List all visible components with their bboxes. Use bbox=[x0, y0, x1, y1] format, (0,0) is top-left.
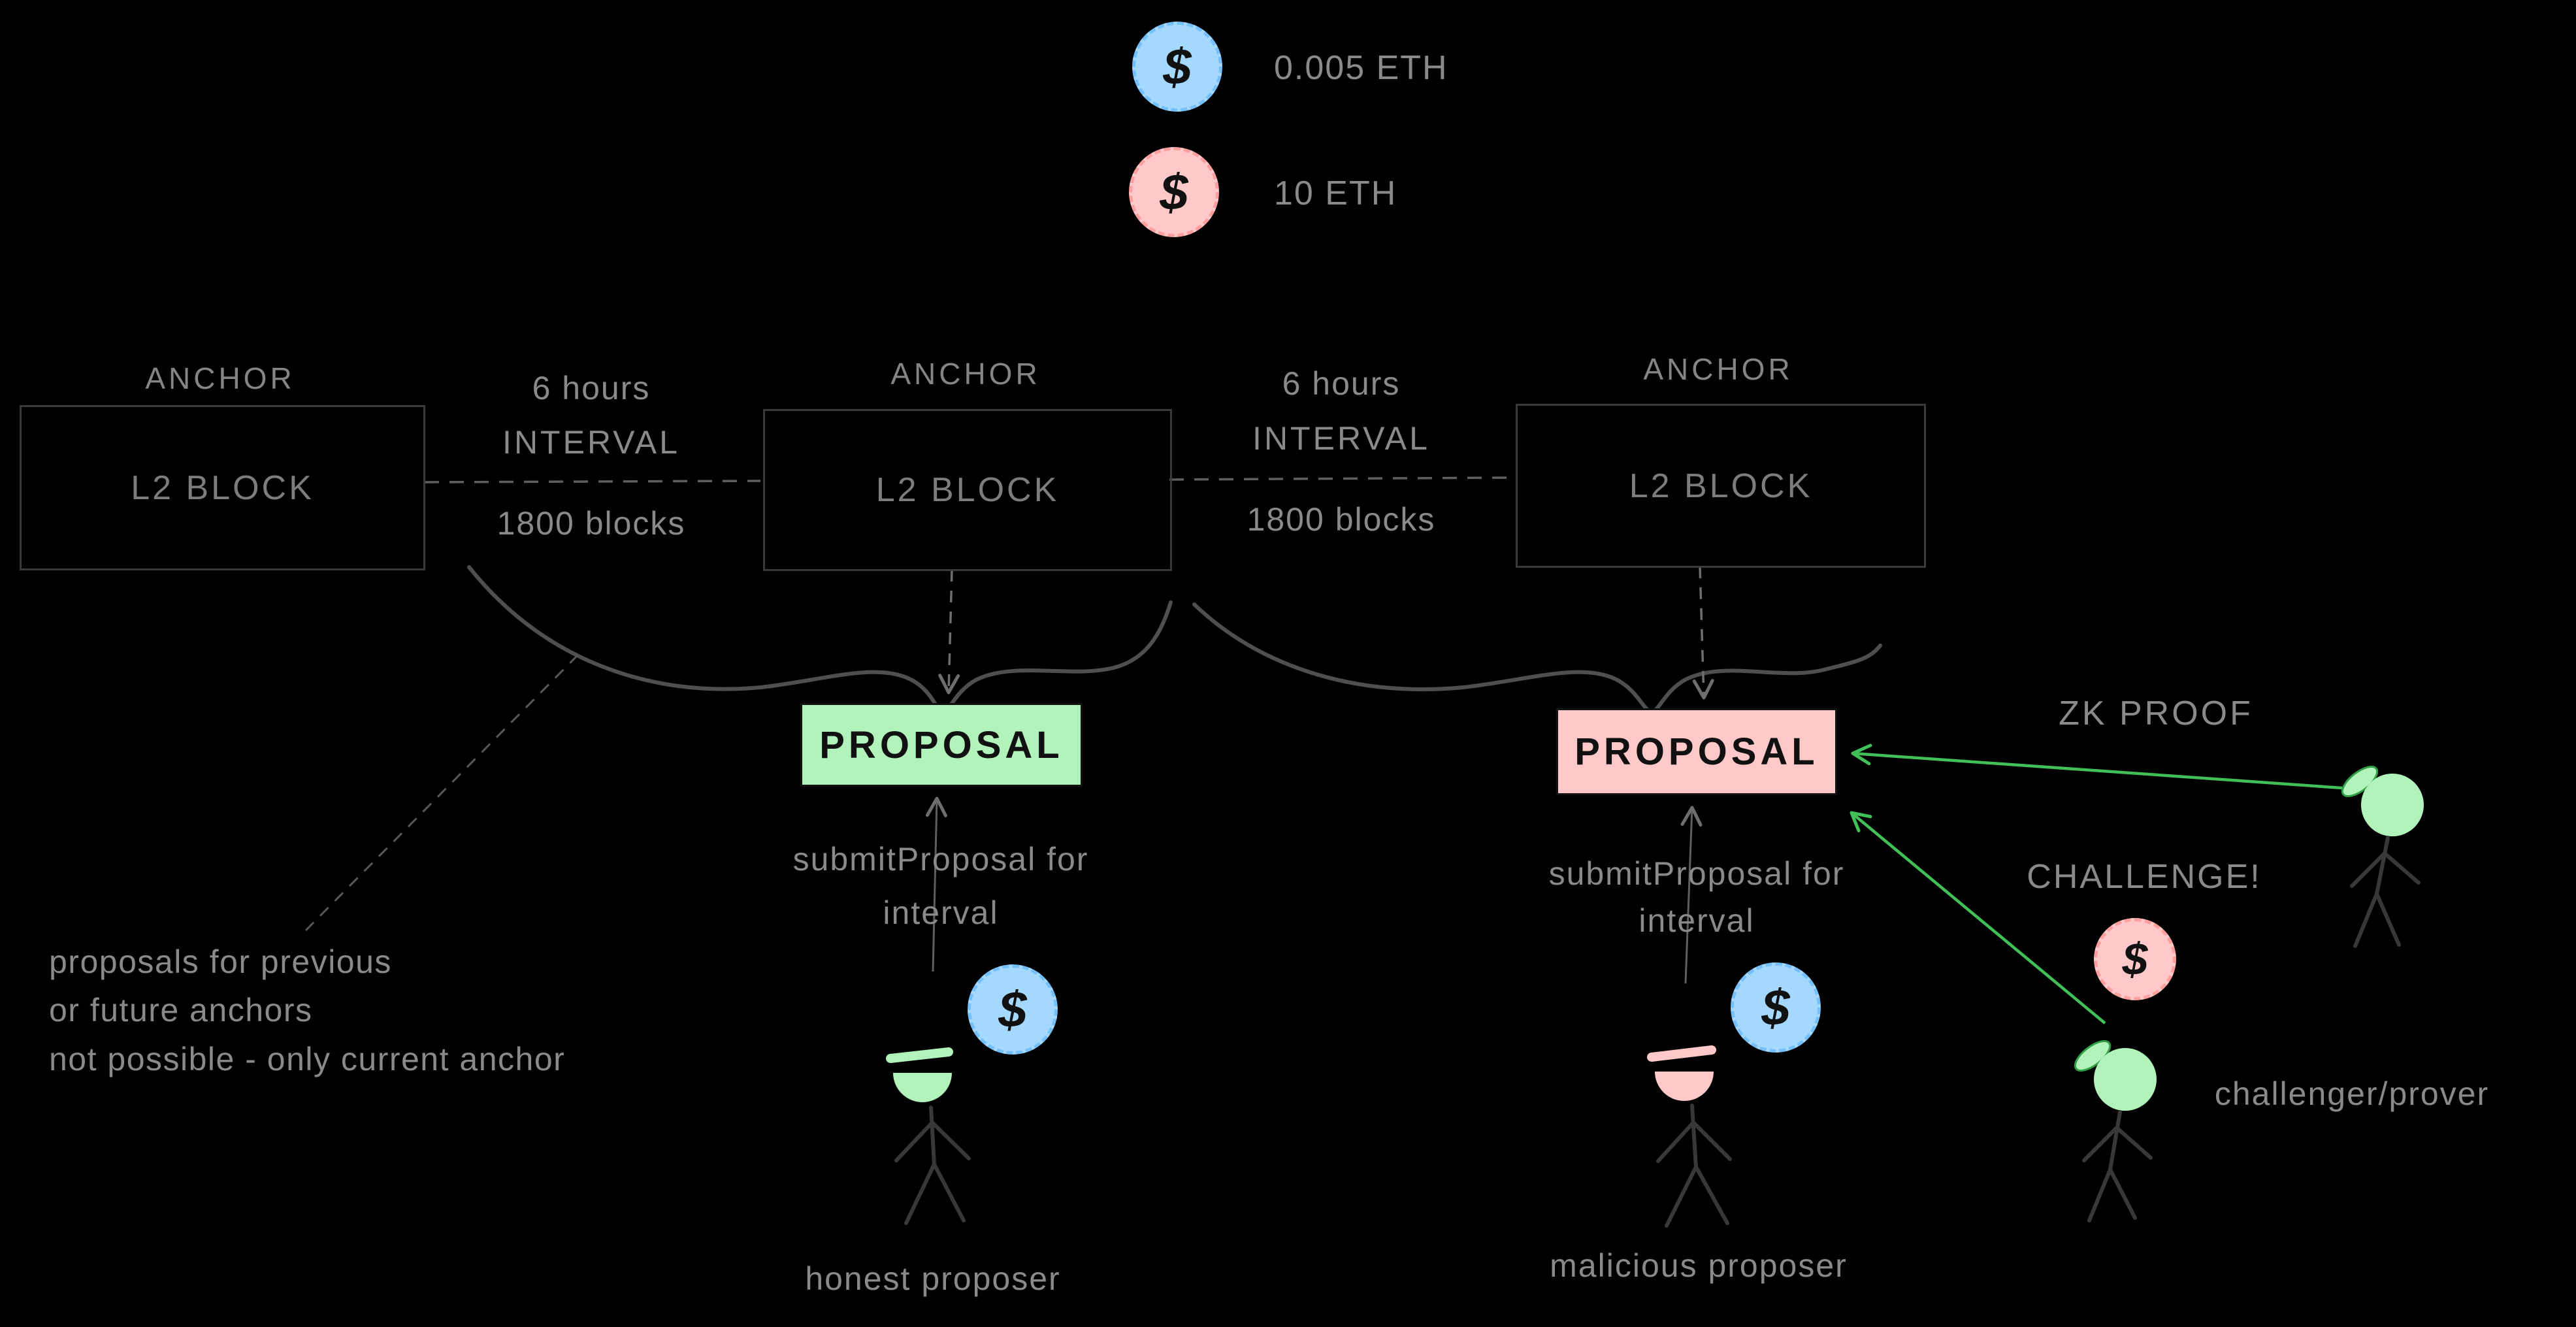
interval-2-brace-squiggle bbox=[1192, 602, 1882, 715]
dollar-icon: $ bbox=[1761, 978, 1790, 1036]
challenge-label: CHALLENGE! bbox=[2027, 858, 2262, 896]
anchor2-to-proposal-arrow bbox=[938, 569, 960, 695]
challenge-bond-coin-icon: $ bbox=[2094, 918, 2176, 1000]
proposal-box-malicious: PROPOSAL bbox=[1556, 708, 1837, 795]
submit-arrow-malicious bbox=[1680, 806, 1703, 984]
zk-proof-arrow bbox=[1851, 744, 2343, 790]
dollar-icon: $ bbox=[2122, 934, 2148, 985]
honest-proposer-stake-coin-icon: $ bbox=[968, 964, 1058, 1055]
honest-proposer-figure bbox=[886, 1047, 971, 1225]
dollar-icon: $ bbox=[998, 980, 1027, 1038]
interval-1-label: INTERVAL bbox=[502, 424, 680, 461]
legend-large-stake-coin-icon: $ bbox=[1129, 147, 1219, 237]
note-line-3: not possible - only current anchor bbox=[49, 1041, 566, 1077]
submit-note-malicious-line2: interval bbox=[1639, 902, 1755, 939]
dollar-icon: $ bbox=[1160, 163, 1188, 221]
legend-small-stake-coin-icon: $ bbox=[1132, 22, 1222, 112]
challenge-arrow bbox=[1850, 811, 2106, 1024]
malicious-proposer-label: malicious proposer bbox=[1550, 1247, 1848, 1284]
interval-2-label: INTERVAL bbox=[1252, 420, 1430, 457]
anchor-2-block-label: L2 BLOCK bbox=[875, 471, 1060, 509]
anchor-2-title: ANCHOR bbox=[890, 357, 1041, 391]
interval-1-blocks: 1800 blocks bbox=[497, 505, 686, 542]
anchor3-to-proposal-arrow bbox=[1692, 566, 1714, 700]
submit-note-malicious-line1: submitProposal for bbox=[1548, 855, 1845, 892]
submit-note-honest-line2: interval bbox=[883, 894, 999, 931]
anchor-1-title: ANCHOR bbox=[145, 361, 295, 395]
interval-2-blocks: 1800 blocks bbox=[1247, 501, 1436, 538]
honest-proposer-label: honest proposer bbox=[805, 1260, 1061, 1297]
malicious-proposer-figure bbox=[1647, 1045, 1732, 1228]
challenger-prover-top-figure bbox=[2341, 765, 2424, 948]
dollar-icon: $ bbox=[1163, 37, 1192, 95]
anchor-3-l2-block: L2 BLOCK bbox=[1516, 404, 1926, 568]
proposal-box-honest: PROPOSAL bbox=[800, 703, 1083, 787]
interval-2-dashed-line bbox=[1169, 476, 1515, 481]
proposal-malicious-label: PROPOSAL bbox=[1574, 730, 1819, 773]
anchor-2-l2-block: L2 BLOCK bbox=[763, 409, 1172, 571]
legend-large-stake-label: 10 ETH bbox=[1274, 174, 1397, 212]
interval-1-brace-squiggle bbox=[467, 565, 1173, 715]
challenger-prover-label: challenger/prover bbox=[2214, 1075, 2490, 1112]
zk-proof-label: ZK PROOF bbox=[2059, 695, 2253, 732]
anchor-1-l2-block: L2 BLOCK bbox=[20, 405, 425, 570]
interval-1-duration: 6 hours bbox=[532, 370, 651, 406]
note-leader-dashed-line bbox=[304, 653, 579, 932]
legend-small-stake-label: 0.005 ETH bbox=[1274, 49, 1448, 87]
submit-arrow-honest bbox=[925, 796, 947, 972]
anchor-3-title: ANCHOR bbox=[1643, 352, 1793, 386]
submit-note-honest-line1: submitProposal for bbox=[792, 841, 1089, 877]
note-line-1: proposals for previous bbox=[49, 943, 392, 980]
challenger-prover-bottom-figure bbox=[2074, 1040, 2157, 1222]
interval-2-duration: 6 hours bbox=[1282, 365, 1401, 402]
malicious-proposer-stake-coin-icon: $ bbox=[1731, 962, 1821, 1053]
anchor-3-block-label: L2 BLOCK bbox=[1629, 467, 1813, 505]
anchor-1-block-label: L2 BLOCK bbox=[131, 468, 314, 507]
proposal-honest-label: PROPOSAL bbox=[819, 723, 1064, 766]
note-line-2: or future anchors bbox=[49, 992, 313, 1028]
interval-1-dashed-line bbox=[424, 480, 761, 483]
